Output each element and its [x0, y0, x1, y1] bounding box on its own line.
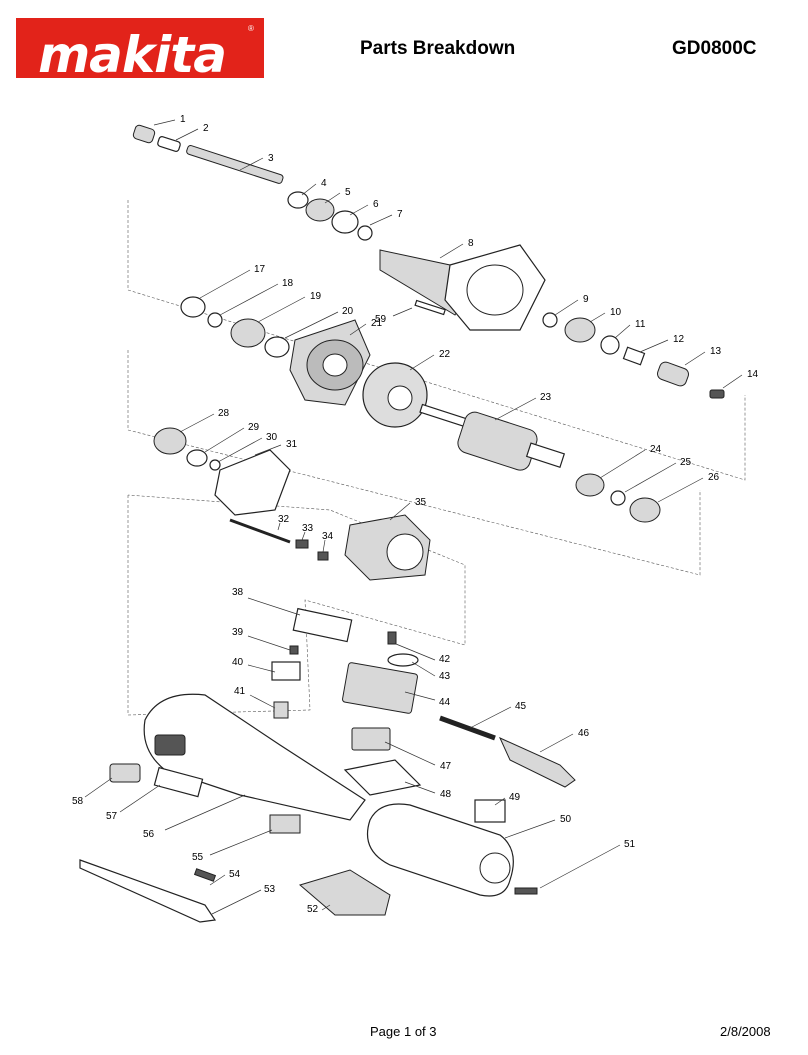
page-title: Parts Breakdown — [360, 38, 516, 59]
part-label: 38 — [232, 587, 244, 598]
part-label: 22 — [439, 349, 451, 360]
part-label: 28 — [218, 408, 230, 419]
part-label: 32 — [278, 514, 290, 525]
lower-parts — [79, 763, 391, 923]
part-label: 14 — [747, 369, 759, 380]
makita-logo — [16, 18, 264, 78]
part-label: 2 — [203, 123, 209, 134]
part-label: 25 — [680, 457, 692, 468]
frame-top — [127, 200, 746, 481]
part-label: 19 — [310, 291, 322, 302]
part-label: 30 — [266, 432, 278, 443]
motor-housing — [143, 693, 366, 821]
part-label: 23 — [540, 392, 552, 403]
rear-bearings — [575, 473, 661, 523]
part-label: 26 — [708, 472, 720, 483]
part-label: 24 — [650, 444, 662, 455]
part-label: 9 — [583, 294, 589, 305]
part-label: 58 — [72, 796, 84, 807]
part-label: 54 — [229, 869, 241, 880]
field-coil — [344, 514, 431, 581]
part-number-labels: 1 2 3 4 5 6 7 8 9 10 11 12 13 14 17 18 1… — [72, 114, 759, 915]
part-label: 52 — [307, 904, 319, 915]
shaft-assembly — [132, 124, 373, 241]
part-label: 43 — [439, 671, 451, 682]
part-label: 4 — [321, 178, 327, 189]
part-label: 59 — [375, 314, 387, 325]
part-label: 51 — [624, 839, 636, 850]
part-label: 44 — [439, 697, 451, 708]
part-label: 40 — [232, 657, 244, 668]
fan — [362, 362, 428, 428]
frame-middle — [127, 350, 701, 576]
part-label: 10 — [610, 307, 622, 318]
part-label: 7 — [397, 209, 403, 220]
part-label: 31 — [286, 439, 298, 450]
part-label: 33 — [302, 523, 314, 534]
part-label: 34 — [322, 531, 334, 542]
registered-mark: ® — [248, 24, 254, 33]
switch-group — [271, 607, 576, 796]
rear-cover — [366, 799, 538, 897]
brand-logotype: makita — [38, 26, 227, 84]
bearing-plate-group — [180, 296, 371, 406]
part-label: 5 — [345, 187, 351, 198]
part-label: 3 — [268, 153, 274, 164]
part-label: 21 — [371, 318, 383, 329]
gear-housing — [379, 244, 546, 331]
part-label: 55 — [192, 852, 204, 863]
page-number: Page 1 of 3 — [370, 1024, 437, 1039]
part-label: 17 — [254, 264, 266, 275]
part-label: 56 — [143, 829, 155, 840]
part-label: 48 — [440, 789, 452, 800]
part-label: 42 — [439, 654, 451, 665]
part-label: 29 — [248, 422, 260, 433]
part-label: 47 — [440, 761, 452, 772]
part-label: 39 — [232, 627, 244, 638]
part-label: 18 — [282, 278, 294, 289]
part-label: 12 — [673, 334, 685, 345]
part-label: 46 — [578, 728, 590, 739]
screw-59 — [414, 299, 446, 316]
model-number: GD0800C — [672, 38, 757, 59]
part-label: 8 — [468, 238, 474, 249]
part-label: 6 — [373, 199, 379, 210]
part-label: 53 — [264, 884, 276, 895]
part-label: 49 — [509, 792, 521, 803]
baffle-group — [153, 427, 329, 561]
part-label: 13 — [710, 346, 722, 357]
part-label: 1 — [180, 114, 186, 125]
part-label: 20 — [342, 306, 354, 317]
part-label: 11 — [635, 319, 646, 330]
part-label: 41 — [234, 686, 246, 697]
document-date: 2/8/2008 — [720, 1024, 771, 1039]
armature — [419, 403, 566, 471]
part-label: 35 — [415, 497, 427, 508]
right-bearings — [542, 312, 725, 399]
part-label: 45 — [515, 701, 527, 712]
part-label: 57 — [106, 811, 118, 822]
part-label: 50 — [560, 814, 572, 825]
